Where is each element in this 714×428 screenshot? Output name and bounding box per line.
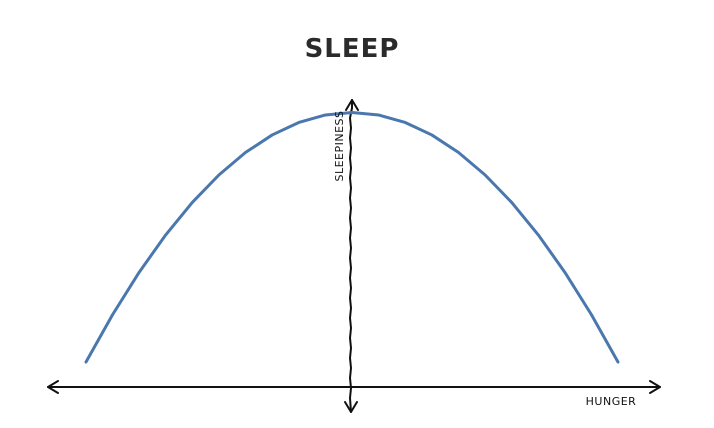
sleepiness-curve (84, 110, 620, 364)
chart-title: SLEEP (305, 34, 400, 64)
y-axis-bottom-arrowhead (344, 401, 358, 413)
y-axis (349, 99, 353, 413)
x-axis-right-arrowhead (649, 380, 661, 394)
x-axis-label: HUNGER (586, 395, 637, 408)
x-axis-left-arrowhead (47, 380, 59, 394)
y-axis-label: SLEEPINESS (333, 110, 346, 181)
y-axis-top-arrowhead (345, 99, 359, 111)
